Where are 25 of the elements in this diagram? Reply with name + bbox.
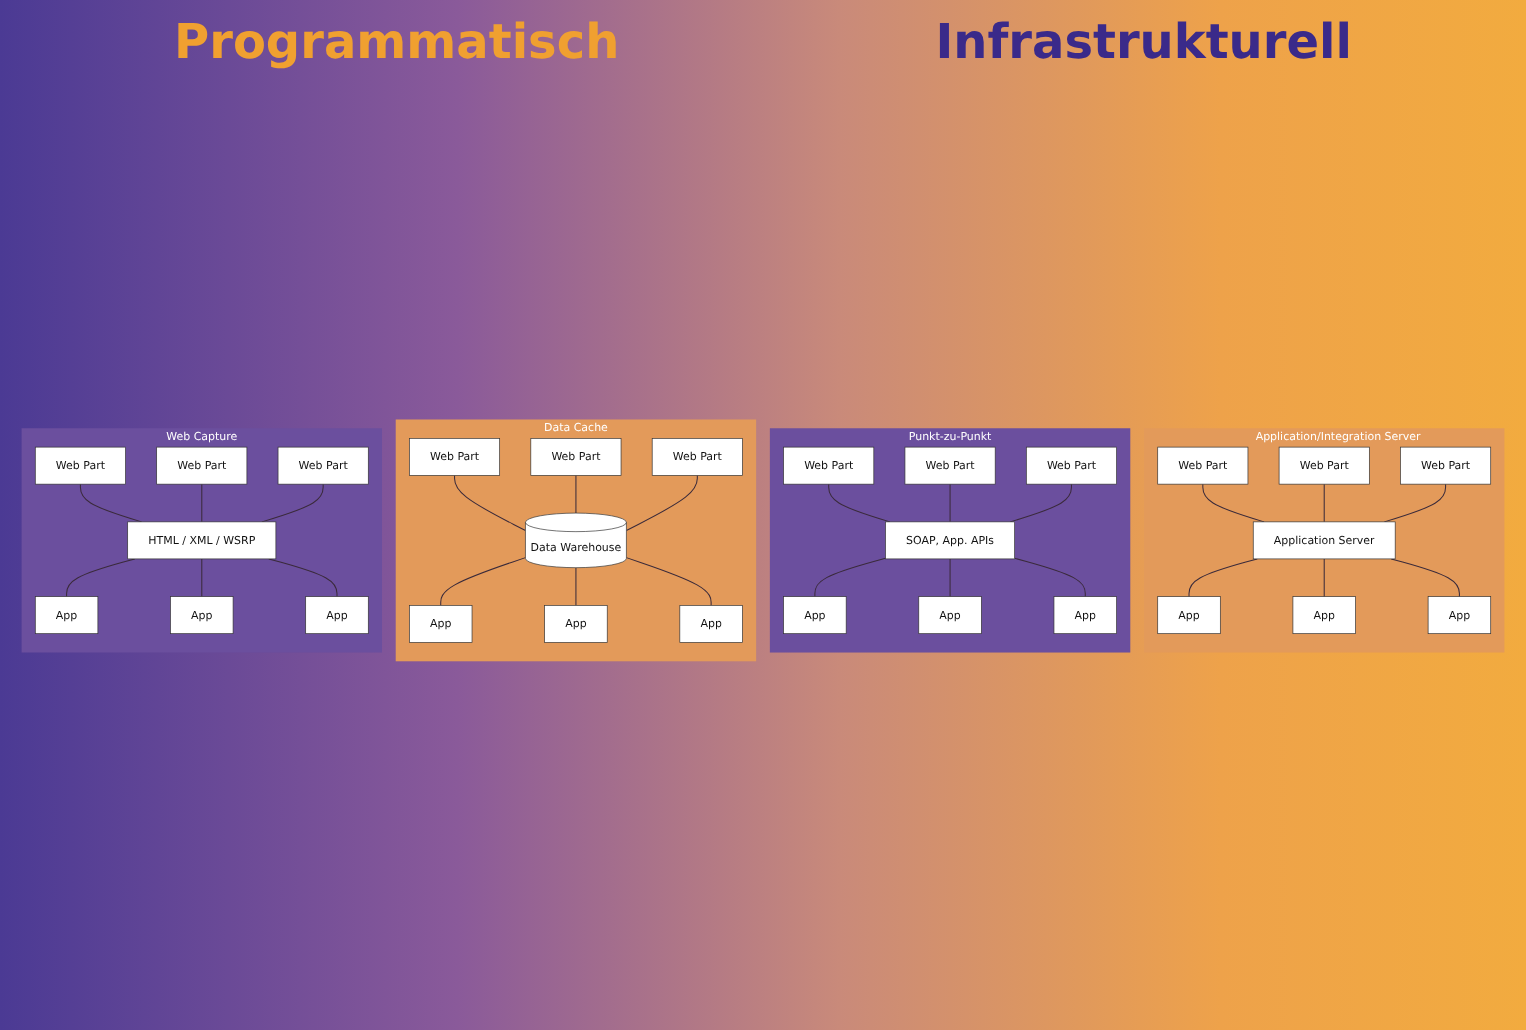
connector: [575, 567, 577, 607]
connector: [949, 484, 951, 523]
connector: [454, 475, 526, 532]
connector: [625, 557, 712, 607]
connector: [814, 558, 886, 598]
connector: [949, 559, 951, 598]
connector: [1202, 484, 1265, 523]
connector: [1323, 484, 1325, 523]
column-heading: Programmatisch: [174, 14, 620, 70]
column-heading: Infrastrukturell: [935, 14, 1352, 70]
connector: [1390, 559, 1460, 598]
connector: [1188, 559, 1258, 598]
connector: [575, 475, 577, 515]
connector: [625, 475, 698, 532]
connector: [440, 557, 526, 607]
connector: [828, 484, 891, 523]
connector: [79, 484, 143, 523]
connector: [261, 484, 324, 523]
connector: [201, 484, 203, 523]
connector: [1009, 484, 1072, 523]
connector: [1014, 558, 1086, 598]
connector: [1383, 484, 1447, 523]
connector: [1323, 559, 1325, 598]
connector: [268, 559, 338, 598]
connector: [201, 559, 203, 598]
